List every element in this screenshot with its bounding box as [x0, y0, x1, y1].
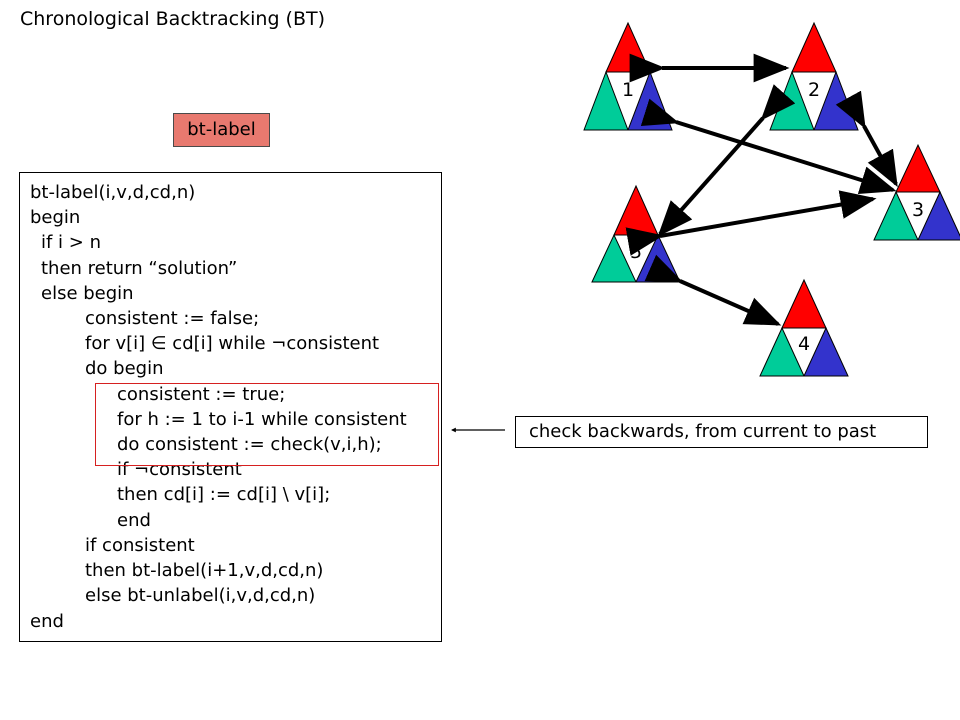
code-line: end: [30, 611, 64, 632]
highlight-box: [95, 383, 439, 466]
code-line: do begin: [85, 358, 164, 379]
node-5-left: [591, 233, 637, 283]
code-line: then return “solution”: [41, 258, 238, 279]
node-1-left: [583, 70, 629, 131]
node-4: 4: [759, 278, 849, 377]
node-1-top: [605, 21, 651, 73]
node-5-top: [613, 184, 659, 236]
node-3-left: [873, 190, 919, 241]
node-3: 3: [873, 143, 960, 241]
node-1: 1: [583, 21, 673, 131]
node-2-right: [813, 70, 859, 131]
code-line: begin: [30, 207, 81, 228]
node-2: 2: [769, 21, 859, 131]
node-4-right: [803, 326, 849, 377]
node-3-top: [895, 143, 941, 193]
code-box: bt-label(i,v,d,cd,n) begin if i > n then…: [19, 172, 442, 642]
code-line: for v[i] ∈ cd[i] while ¬consistent: [85, 333, 380, 354]
node-5-label: 5: [630, 241, 642, 263]
node-2-top: [791, 21, 837, 73]
code-line: consistent := false;: [85, 308, 260, 329]
node-4-top: [781, 278, 827, 329]
code-line: else bt-unlabel(i,v,d,cd,n): [85, 585, 316, 606]
node-3-label: 3: [912, 199, 924, 221]
code-line: then cd[i] := cd[i] \ v[i];: [117, 484, 331, 505]
code-line: bt-label(i,v,d,cd,n): [30, 182, 196, 203]
code-line: for h := 1 to i-1 while consistent: [117, 409, 407, 430]
code-line: else begin: [41, 283, 134, 304]
code-line: if consistent: [85, 535, 195, 556]
code-line: do consistent := check(v,i,h);: [117, 434, 382, 455]
code-line: end: [117, 510, 151, 531]
node-5-right: [635, 233, 681, 283]
slide-title: Chronological Backtracking (BT): [20, 8, 326, 30]
edge-2-5: [657, 84, 796, 237]
node-1-top: [606, 72, 650, 130]
node-2-label: 2: [808, 79, 820, 101]
node-3-right: [917, 190, 960, 241]
edge-5-3: [625, 190, 877, 256]
code-line: if ¬consistent: [117, 459, 242, 480]
node-4-label: 4: [798, 333, 810, 355]
code-line: if i > n: [41, 232, 101, 253]
node-4-left: [759, 326, 805, 377]
code-line: then bt-label(i+1,v,d,cd,n): [85, 560, 324, 581]
code-line: consistent := true;: [117, 384, 286, 405]
note-box: check backwards, from current to past: [515, 416, 928, 448]
edge-2-3: [835, 90, 898, 188]
edge-5-4: [644, 254, 782, 326]
bt-label-tag: bt-label: [173, 113, 270, 147]
node-1-label: 1: [622, 79, 634, 101]
